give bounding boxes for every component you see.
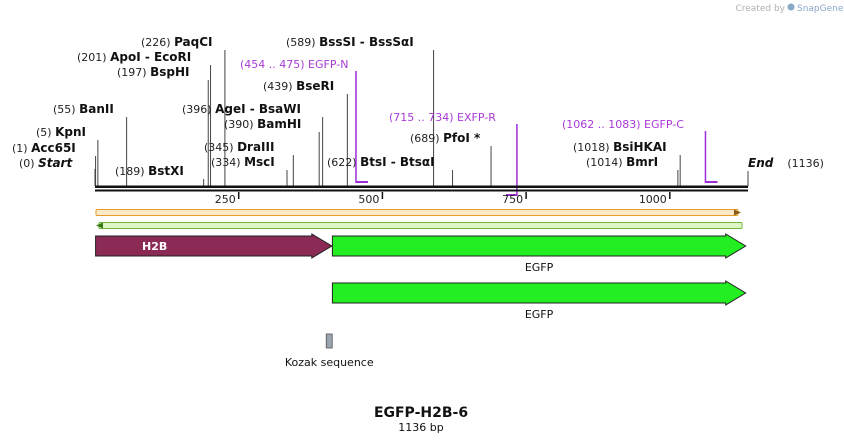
primer-binding-egfp-c[interactable] [705,181,718,183]
site-label-kpni[interactable]: (5) KpnI [36,125,86,139]
sequence-end-label-start: (0) Start [19,156,73,170]
orf-reverse-arrow-icon [96,222,103,229]
primer-binding-exfp-r[interactable] [505,194,517,196]
end-position: (1136) [787,157,824,170]
site-label-bmri[interactable]: (1014) BmrI [586,155,658,169]
orf-indicators [95,209,743,229]
site-position: (197) [117,66,150,79]
site-label-bsphi[interactable]: (197) BspHI [117,65,189,79]
site-position: (334) [211,156,244,169]
feature-h2b[interactable]: H2B [95,233,333,259]
feature-kozak-sequence[interactable]: Kozak sequence [285,333,374,369]
primer-label-egfp-c[interactable]: (1062 .. 1083) EGFP-C [562,118,684,131]
end-name: Start [38,156,73,170]
site-enzyme-name: DraIII [237,140,274,154]
primer-layer: (454 .. 475) EGFP-N (715 .. 734) EXFP-R (1… [240,58,718,196]
snapgene-credit: Created by SnapGene [735,3,844,14]
site-enzyme-name: KpnI [55,125,86,139]
site-labels: (1) Acc65I(5) KpnI(55) BanII(189) BstXI(… [12,35,824,178]
ruler: 250 500 750 1000 [215,192,671,206]
site-enzyme-name: ApoI - EcoRI [110,50,191,64]
site-label-bseri[interactable]: (439) BseRI [263,79,334,93]
site-position: (396) [182,103,215,116]
site-lines [94,50,749,186]
orf-forward-bar[interactable] [95,209,739,216]
site-position: (55) [53,103,79,116]
ruler-tick-label: 1000 [639,193,667,206]
site-label-banii[interactable]: (55) BanII [53,102,114,116]
site-position: (1) [12,142,31,155]
site-enzyme-name: PfoI * [443,131,481,145]
site-enzyme-name: BseRI [296,79,334,93]
primer-label-egfp-n[interactable]: (454 .. 475) EGFP-N [240,58,348,71]
site-enzyme-name: BssSI - BssSαI [319,35,414,49]
site-enzyme-name: AgeI - BsaWI [215,102,301,116]
sequence-end-label-end: End (1136) [748,156,824,170]
site-label-draiii[interactable]: (345) DraIII [204,140,274,154]
site-label-msci[interactable]: (334) MscI [211,155,275,169]
feature-layer: H2B EGFP EGFP Kozak sequence [95,233,747,369]
ruler-tick-label: 250 [215,193,236,206]
site-enzyme-name: BspHI [150,65,189,79]
site-position: (589) [286,36,319,49]
backbone-top-strand [95,185,748,188]
site-enzyme-name: PaqCI [174,35,212,49]
site-label-agei-bsawi[interactable]: (396) AgeI - BsaWI [182,102,301,116]
orf-reverse-bar[interactable] [98,222,743,229]
sequence-title: EGFP-H2B-6 [374,405,468,421]
site-label-bsihkai[interactable]: (1018) BsiHKAI [573,140,667,154]
feature-box [325,333,333,349]
snapgene-logo-icon [787,3,795,11]
feature-label: EGFP [525,308,554,321]
feature-arrow [95,233,333,259]
site-enzyme-name: BanII [79,102,114,116]
site-enzyme-name: MscI [244,155,275,169]
site-enzyme-name: BsiHKAI [613,140,667,154]
site-position: (1014) [586,156,626,169]
site-label-bstxi[interactable]: (189) BstXI [115,164,184,178]
backbone-bottom-strand [95,189,748,192]
feature-egfp[interactable]: EGFP [331,280,747,321]
ruler-tick-label: 750 [502,193,523,206]
feature-label: H2B [142,240,167,253]
orf-forward-arrow-icon [734,209,741,216]
primer-label-exfp-r[interactable]: (715 .. 734) EXFP-R [389,111,496,124]
primer-binding-egfp-n[interactable] [355,181,369,183]
site-position: (439) [263,80,296,93]
feature-arrow [331,233,747,259]
site-label-bamhi[interactable]: (390) BamHI [224,117,301,131]
credit-prefix: Created by [735,4,785,14]
site-enzyme-name: BtsI - BtsαI [360,155,435,169]
site-label-paqci[interactable]: (226) PaqCI [141,35,213,49]
feature-label: Kozak sequence [285,356,374,369]
site-enzyme-name: Acc65I [31,141,76,155]
site-position: (201) [77,51,110,64]
site-label-bsssi-bsss-i[interactable]: (589) BssSI - BssSαI [286,35,414,49]
site-label-btsi-bts-i[interactable]: (622) BtsI - BtsαI [327,155,435,169]
end-name: End [748,156,774,170]
feature-arrow [331,280,747,306]
site-position: (345) [204,141,237,154]
site-enzyme-name: BmrI [626,155,658,169]
end-position: (0) [19,157,38,170]
site-label-apoi-ecori[interactable]: (201) ApoI - EcoRI [77,50,191,64]
feature-label: EGFP [525,261,554,274]
site-position: (189) [115,165,148,178]
feature-egfp[interactable]: EGFP [331,233,747,274]
site-position: (390) [224,118,257,131]
site-enzyme-name: BstXI [148,164,184,178]
site-position: (689) [410,132,443,145]
sequence-length: 1136 bp [398,421,443,434]
site-label-pfoi[interactable]: (689) PfoI * [410,131,481,145]
site-position: (226) [141,36,174,49]
site-position: (622) [327,156,360,169]
site-label-acc65i[interactable]: (1) Acc65I [12,141,76,155]
ruler-tick-label: 500 [358,193,379,206]
site-position: (1018) [573,141,613,154]
credit-brand: SnapGene [797,4,844,14]
site-position: (5) [36,126,55,139]
site-enzyme-name: BamHI [257,117,301,131]
sequence-backbone[interactable] [95,185,748,192]
